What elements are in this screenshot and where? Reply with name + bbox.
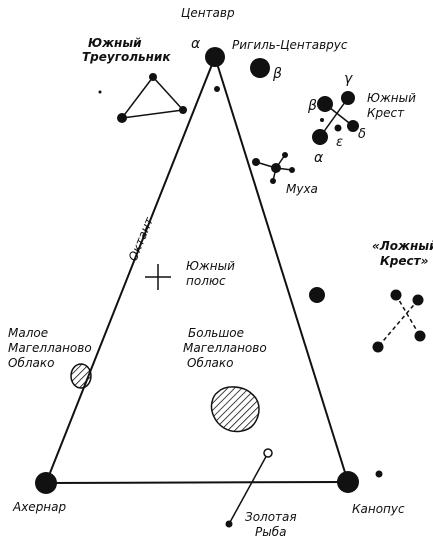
line-false-cross-1 [395,294,421,337]
triangle-side-right [214,56,349,483]
star-achernar [35,472,57,494]
label-dorado-1: Золотая [245,510,297,524]
southern-cross-constellation [312,91,359,145]
label-large-magellanic-3: Облако [187,356,233,370]
star-false-cross-3 [414,330,426,342]
label-south-pole-1: Южный [186,259,235,273]
star-beta-centauri [250,58,270,78]
label-southern-cross-1: Южный [367,91,416,105]
southern-triangle-constellation [98,73,187,123]
false-cross-constellation [372,289,426,353]
musca-constellation [252,152,295,184]
star-canopus [337,471,359,493]
label-centaur: Центавр [181,6,235,20]
label-canopus: Канопус [352,502,405,516]
label-large-magellanic-2: Магелланово [183,341,267,355]
star-tri-right [179,106,187,114]
star-false-cross-4 [372,341,384,353]
label-cross-beta: β [307,98,317,114]
label-dorado-2: Рыба [255,525,286,539]
line-tri-3 [152,76,184,111]
south-pole-marker [145,264,171,290]
label-musca: Муха [286,182,318,196]
star-near-canopus [375,470,383,478]
star-false-cross-2 [412,294,424,306]
triangle-side-left [45,56,216,484]
star-tri-top [149,73,157,81]
label-small-magellanic-3: Облако [8,356,54,370]
line-dorado [228,452,269,525]
star-small-centaurus [214,86,220,92]
line-tri-2 [121,109,184,119]
dorado-constellation [225,448,273,528]
star-tri-faint [98,90,102,94]
label-cross-epsilon: ε [336,135,343,150]
line-tri-1 [121,76,154,119]
label-beta-centauri: β [272,66,282,82]
star-cross-faint [320,118,324,122]
label-small-magellanic-1: Малое [8,326,48,340]
label-false-cross-2: Крест» [380,254,429,268]
label-false-cross-1: «Ложный [372,239,433,253]
star-cross-delta [347,120,359,132]
label-southern-triangle-1: Южный [88,36,142,50]
label-south-pole-2: полюс [186,274,226,288]
star-cross-alpha [312,129,328,145]
star-false-cross-1 [390,289,402,301]
label-cross-gamma: γ [344,71,353,87]
label-cross-delta: δ [358,127,366,142]
line-false-cross-2 [377,299,419,348]
star-musca-3 [289,167,295,173]
label-small-magellanic-2: Магелланово [8,341,92,355]
main-triangle [45,56,349,484]
label-southern-triangle-2: Треугольник [82,50,171,64]
star-musca-4 [270,178,276,184]
label-achernar: Ахернар [12,500,67,514]
star-cross-beta [317,96,333,112]
star-musca-2 [282,152,288,158]
label-cross-alpha: α [314,150,324,166]
star-musca-alpha [271,163,281,173]
line-cross-1 [319,97,349,138]
small-magellanic-cloud [70,363,92,389]
star-alpha-centauri [205,47,225,67]
star-dorado-2 [225,520,233,528]
star-cross-gamma [341,91,355,105]
label-alpha-centauri: α [191,36,201,52]
triangle-side-bottom [45,481,349,484]
star-tri-left [117,113,127,123]
label-rigil: Ригиль-Центаврус [232,38,348,52]
star-musca-1 [252,158,260,166]
large-magellanic-cloud [210,386,260,433]
star-dorado-1 [263,448,273,458]
star-cross-epsilon [334,124,342,132]
label-large-magellanic-1: Большое [188,326,244,340]
label-octant: Октант [126,214,157,263]
label-southern-cross-2: Крест [367,106,405,120]
star-isolated-right [309,287,325,303]
